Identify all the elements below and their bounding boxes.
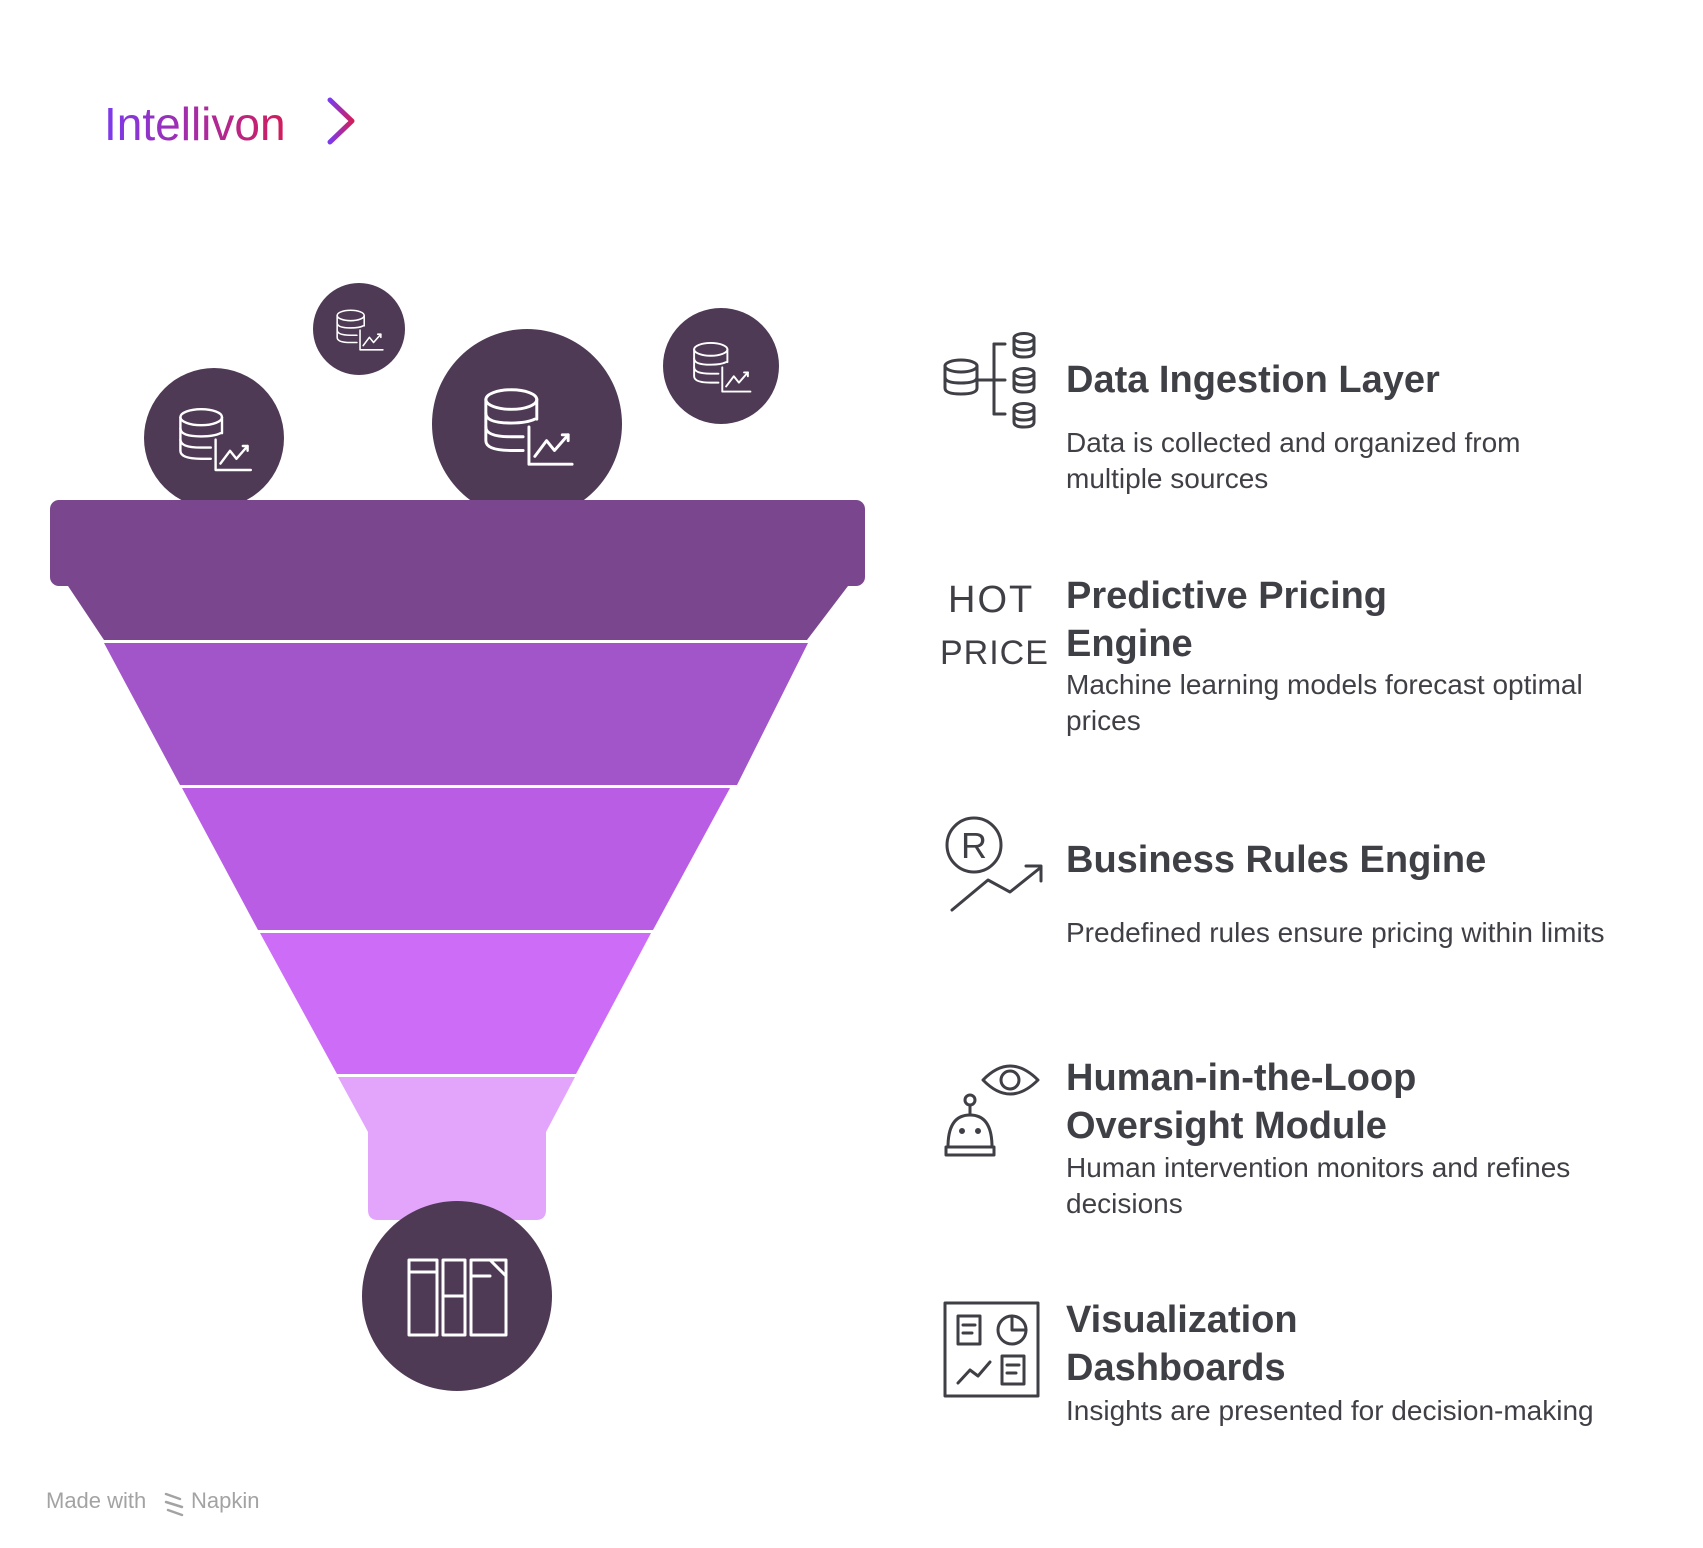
step-title: Human-in-the-Loop	[1066, 1057, 1416, 1099]
step-title: Oversight Module	[1066, 1105, 1387, 1147]
brand-name: Intellivon	[104, 98, 286, 150]
registered-icon-letter: R	[961, 825, 987, 866]
columns-layout-icon	[407, 1258, 508, 1337]
hot-price-icon: HOT PRICE	[940, 579, 1049, 672]
funnel-layer-1	[68, 586, 848, 640]
step-description: multiple sources	[1066, 463, 1268, 494]
chevron-right-icon	[327, 97, 355, 145]
napkin-label: Napkin	[191, 1488, 259, 1513]
svg-text:Predefined rules ensure pricin: Predefined rules ensure pricing within l…	[1066, 917, 1604, 948]
funnel-layer-4	[260, 933, 651, 1074]
svg-text:Business Rules Engine: Business Rules Engine	[1066, 839, 1486, 881]
hot-price-icon-price: PRICE	[940, 634, 1049, 672]
funnel-layer-3	[182, 788, 730, 930]
step-description: Insights are presented for decision-maki…	[1066, 1395, 1594, 1426]
napkin-logo-icon	[164, 1492, 184, 1517]
database-distribution-icon	[943, 332, 1036, 429]
output-bubble	[362, 1201, 552, 1391]
data-bubble-large	[432, 329, 622, 519]
step-data-ingestion: Data Ingestion Layer Data is collected a…	[1066, 359, 1520, 494]
funnel-layer-5	[338, 1077, 575, 1220]
step-business-rules: Business Rules Engine Predefined rules e…	[1066, 839, 1604, 948]
step-title: Predictive Pricing	[1066, 575, 1387, 617]
step-description: Machine learning models forecast optimal	[1066, 669, 1583, 700]
data-bubble-right	[663, 308, 779, 424]
brand-logo: Intellivon	[104, 97, 355, 150]
eye-robot-icon	[944, 1064, 1040, 1157]
funnel-layer-2	[104, 643, 808, 785]
step-description: Data is collected and organized from	[1066, 427, 1520, 458]
data-bubble-left	[144, 368, 284, 508]
step-description: decisions	[1066, 1188, 1183, 1219]
hot-price-icon-hot: HOT	[948, 579, 1034, 621]
svg-text:Data is collected and organize: Data is collected and organized from mult…	[1066, 427, 1520, 494]
step-title: Visualization	[1066, 1299, 1298, 1341]
step-description: prices	[1066, 705, 1141, 736]
made-with-napkin[interactable]: Made with Napkin	[46, 1488, 259, 1517]
funnel	[50, 500, 865, 1220]
svg-text:Machine learning models foreca: Machine learning models forecast optimal…	[1066, 669, 1583, 736]
step-description: Predefined rules ensure pricing within l…	[1066, 917, 1604, 948]
step-description: Human intervention monitors and refines	[1066, 1152, 1570, 1183]
svg-text:Human intervention monitors an: Human intervention monitors and refines d…	[1066, 1152, 1570, 1219]
step-title: Data Ingestion Layer	[1066, 359, 1440, 401]
funnel-rim	[50, 500, 865, 586]
registered-growth-icon: R	[945, 816, 1043, 912]
step-title: Engine	[1066, 623, 1193, 665]
data-bubble-small	[313, 283, 405, 375]
svg-text:Data Ingestion Layer: Data Ingestion Layer	[1066, 359, 1440, 401]
svg-text:Insights are presented for dec: Insights are presented for decision-maki…	[1066, 1395, 1594, 1426]
made-with-label: Made with	[46, 1488, 146, 1513]
dashboard-icon	[943, 1301, 1040, 1398]
step-title: Business Rules Engine	[1066, 839, 1486, 881]
step-title: Dashboards	[1066, 1347, 1286, 1389]
